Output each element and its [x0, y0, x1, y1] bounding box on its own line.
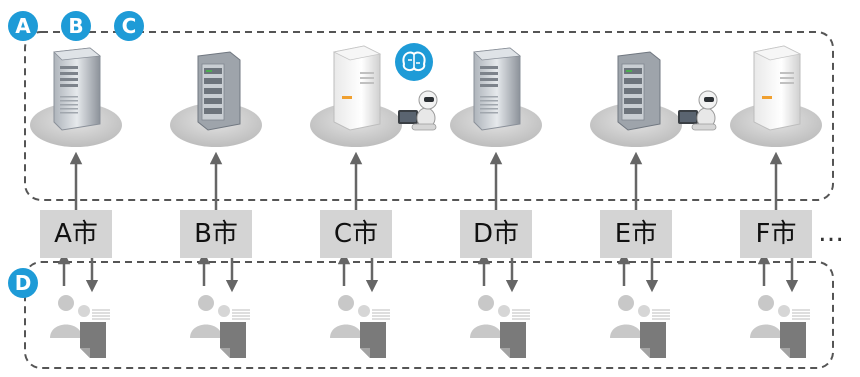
user-icon-e — [610, 295, 650, 338]
badge-b: B — [61, 11, 91, 41]
white-server-icon-f — [752, 45, 802, 131]
rack-server-icon-e — [617, 51, 661, 131]
user-icon-f — [750, 295, 790, 338]
city-label-d: D市 — [460, 210, 532, 258]
servers-group-border — [24, 31, 834, 201]
document-icon-b — [220, 309, 250, 358]
city-unit-f — [730, 45, 822, 358]
document-icon-d — [500, 309, 530, 358]
city-label-b: B市 — [180, 210, 252, 258]
server-icon-a — [53, 47, 102, 131]
city-label-c: C市 — [320, 210, 392, 258]
user-icon-c — [330, 295, 370, 338]
city-unit-e — [590, 51, 718, 358]
city-unit-c — [310, 43, 438, 358]
document-icon-f — [780, 309, 810, 358]
rack-server-icon-b — [197, 51, 241, 131]
ai-robot-icon-c — [398, 90, 438, 131]
city-label-f: F市 — [740, 210, 812, 258]
city-label-e: E市 — [600, 210, 672, 258]
user-icon-b — [190, 295, 230, 338]
ai-robot-icon-e — [678, 90, 718, 131]
document-icon-c — [360, 309, 390, 358]
city-unit-a — [30, 47, 122, 358]
document-icon-a — [80, 309, 110, 358]
city-label-a: A市 — [40, 210, 112, 258]
white-server-icon-c — [332, 45, 382, 131]
ellipsis-more: … — [818, 218, 845, 248]
city-unit-d — [450, 47, 542, 358]
document-icon-e — [640, 309, 670, 358]
badge-d: D — [8, 268, 38, 298]
brain-icon — [395, 43, 433, 81]
server-icon-d — [473, 47, 522, 131]
badge-a: A — [8, 11, 38, 41]
user-icon-d — [470, 295, 510, 338]
users-group-border — [24, 261, 834, 369]
badge-c: C — [114, 11, 144, 41]
user-icon-a — [50, 295, 90, 338]
city-unit-b — [170, 51, 262, 358]
